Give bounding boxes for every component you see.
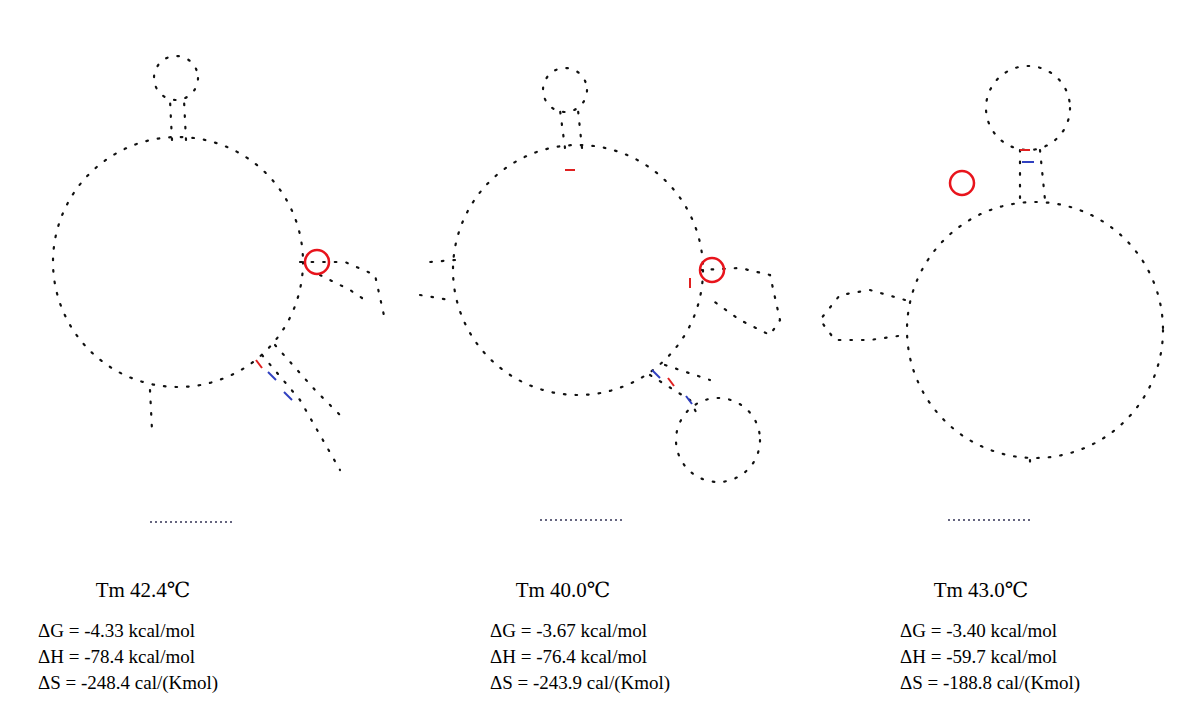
highlight-circle <box>305 250 329 274</box>
rna-hairpin <box>676 398 760 482</box>
thermodynamic-value: ΔG = -4.33 kcal/mol <box>38 620 195 642</box>
thermodynamic-value: ΔH = -76.4 kcal/mol <box>490 646 647 668</box>
rna-loop <box>907 202 1163 458</box>
rna-loop <box>53 137 303 387</box>
rna-stem <box>262 345 345 470</box>
base-pair-mark <box>565 169 575 171</box>
thermodynamic-value: ΔG = -3.40 kcal/mol <box>900 620 1057 642</box>
rna-stem <box>650 365 710 420</box>
base-pair-mark <box>652 370 660 378</box>
base-pair-mark <box>686 396 692 404</box>
rna-loop <box>453 145 703 395</box>
rna-stem <box>1020 150 1045 200</box>
base-pair-mark <box>284 392 292 400</box>
base-pair-mark <box>256 360 262 368</box>
scale-mark <box>540 519 625 521</box>
rna-hairpin <box>154 56 198 100</box>
rna-stem <box>560 110 582 148</box>
base-pair-mark <box>1020 149 1030 151</box>
rna-strand <box>420 260 455 300</box>
rna-strand <box>150 390 152 430</box>
scale-mark <box>150 521 235 523</box>
thermodynamic-value: ΔS = -243.9 cal/(Kmol) <box>490 672 670 694</box>
rna-stem <box>170 100 186 140</box>
highlight-circle <box>950 171 974 195</box>
thermodynamic-value: ΔH = -59.7 kcal/mol <box>900 646 1057 668</box>
thermodynamic-value: ΔH = -78.4 kcal/mol <box>38 646 195 668</box>
rna-branch <box>700 268 780 335</box>
melting-temperature: Tm 42.4℃ <box>96 578 191 602</box>
base-pair-mark <box>268 372 276 380</box>
rna-branch <box>820 290 905 340</box>
thermodynamic-value: ΔS = -248.4 cal/(Kmol) <box>38 672 218 694</box>
rna-hairpin <box>543 68 587 112</box>
base-pair-mark <box>1022 161 1034 163</box>
rna-hairpin <box>986 66 1070 150</box>
scale-mark <box>948 519 1033 521</box>
melting-temperature: Tm 43.0℃ <box>934 578 1029 602</box>
rna-strand <box>1029 460 1031 470</box>
thermodynamic-value: ΔS = -188.8 cal/(Kmol) <box>900 672 1080 694</box>
rna-branch <box>300 262 385 320</box>
thermodynamic-value: ΔG = -3.67 kcal/mol <box>490 620 647 642</box>
base-pair-mark <box>689 278 691 288</box>
melting-temperature: Tm 40.0℃ <box>516 578 611 602</box>
highlight-circle <box>700 258 724 282</box>
base-pair-mark <box>668 378 674 386</box>
